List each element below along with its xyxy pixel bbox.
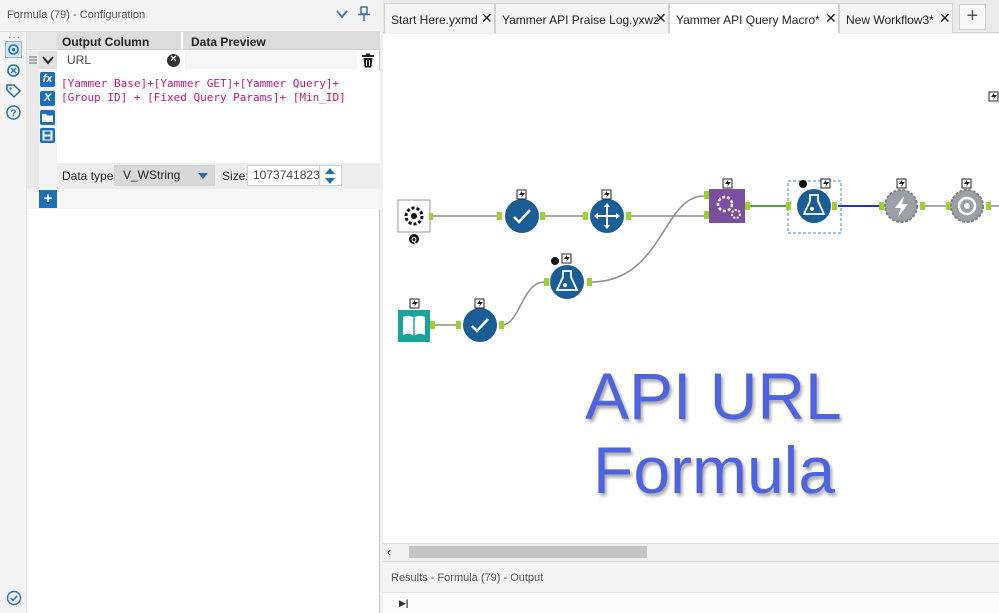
formula-tool-2[interactable] [544,253,592,299]
tab-praise-log[interactable]: Yammer API Praise Log.yxwz ✕ [495,3,669,33]
save-icon [42,130,53,141]
dropdown-arrow-icon [198,173,208,179]
size-input[interactable]: 1073741823 [247,165,320,186]
results-panel-header: Results - Formula (79) - Output [383,561,999,592]
config-header: Formula (79) - Configuration [0,0,380,32]
pause-icon[interactable]: ▶| [399,598,409,608]
trash-icon[interactable] [361,53,375,68]
select-tool-2[interactable] [456,298,504,342]
add-formula-button[interactable]: + [39,190,57,208]
tag-icon[interactable] [5,83,22,100]
config-side-rail: ··· ? [0,32,27,613]
save-expression-button[interactable] [40,128,55,143]
tool-badge-q: Q [411,237,417,244]
arrange-tool[interactable] [583,189,631,233]
download-tool[interactable] [704,178,750,223]
scrollbar-thumb[interactable] [409,546,647,558]
chevron-down-icon[interactable] [335,7,349,21]
tab-start-here[interactable]: Start Here.yxmd ✕ [384,3,495,33]
chevron-down-icon [42,56,54,65]
overlay-title-line-2: Formula [593,433,836,507]
scroll-left-icon[interactable]: ‹ [387,545,391,559]
grid-header-corner [27,32,57,50]
tab-query-macro[interactable]: Yammer API Query Macro* ✕ [669,3,839,34]
connections [429,195,999,326]
close-icon[interactable]: ✕ [481,10,493,26]
variable-button[interactable]: X [40,91,55,106]
column-separator [181,32,183,50]
configuration-panel: Formula (79) - Configuration ··· ? [0,0,380,613]
row-drag-handle[interactable] [27,51,39,189]
stepper-down-icon[interactable] [325,178,335,184]
formula-tool-selected[interactable] [786,178,842,234]
pin-icon[interactable] [356,6,372,22]
datatype-label: Data type: [62,169,117,183]
open-expression-button[interactable] [40,110,55,125]
formula-grid-header: Output Column Data Preview [57,32,380,50]
drag-handle-icon [29,56,37,64]
tab-label: Yammer API Query Macro* [676,13,820,27]
results-title: Results - Formula (79) - Output [391,572,544,584]
workflow-canvas[interactable]: Q [383,34,999,543]
canvas-horizontal-scrollbar[interactable]: ‹ [383,543,999,559]
detour-tool[interactable] [946,178,991,223]
run-command-tool[interactable] [879,178,925,223]
results-toolbar: ▶| [383,592,999,613]
svg-text:?: ? [10,109,16,120]
close-icon[interactable]: ✕ [939,10,951,26]
text-input-tool[interactable] [398,298,435,342]
expression-line: [Yammer Base]+[Yammer GET]+[Yammer Query… [61,77,340,90]
tab-label: New Workflow3* [846,13,934,27]
help-icon[interactable]: ? [5,104,22,121]
output-column-field[interactable]: URL [60,52,182,69]
data-preview-cell [185,51,357,69]
function-button[interactable]: fx [40,72,55,87]
stepper-up-icon[interactable] [325,168,335,174]
workflow-diagram: Q [397,91,999,342]
data-type-bar: Data type: V_WString Size: 1073741823 [57,163,380,189]
overlay-title-line-1: API URL [585,359,842,433]
datatype-value: V_WString [123,168,181,182]
tab-label: Start Here.yxmd [391,13,478,27]
datatype-dropdown[interactable]: V_WString [114,165,215,186]
close-icon[interactable]: ✕ [825,10,837,26]
new-tab-button[interactable]: + [959,4,986,30]
expression-editor[interactable]: [Yammer Base]+[Yammer GET]+[Yammer Query… [57,71,380,163]
column-header-output: Output Column [62,35,150,49]
tab-new-workflow3[interactable]: New Workflow3* ✕ [839,3,953,33]
column-header-preview: Data Preview [191,35,266,49]
add-row-strip [27,189,380,209]
close-icon[interactable]: ✕ [655,10,667,26]
row-collapse-toggle[interactable] [39,51,57,69]
expression-toolbar: fx X [39,70,57,190]
bolt-badge-icon [988,91,999,102]
select-tool[interactable] [497,189,545,233]
workflow-tab-bar: Start Here.yxmd ✕ Yammer API Praise Log.… [383,0,999,34]
tab-label: Yammer API Praise Log.yxwz [502,13,660,27]
rail-grip-icon: ··· [8,32,21,43]
clear-field-icon[interactable]: × [167,53,180,67]
size-label: Size: [222,169,249,183]
config-title: Formula (79) - Configuration [7,9,146,21]
annotation-icon[interactable] [5,62,22,79]
folder-icon [42,114,53,122]
check-circle-icon[interactable] [6,590,22,606]
size-stepper[interactable] [320,165,342,186]
expression-line: [Group ID] + [Fixed Query Params]+ [Min_… [61,91,346,104]
gear-icon[interactable] [5,41,22,58]
macro-input-tool[interactable]: Q [397,199,433,244]
